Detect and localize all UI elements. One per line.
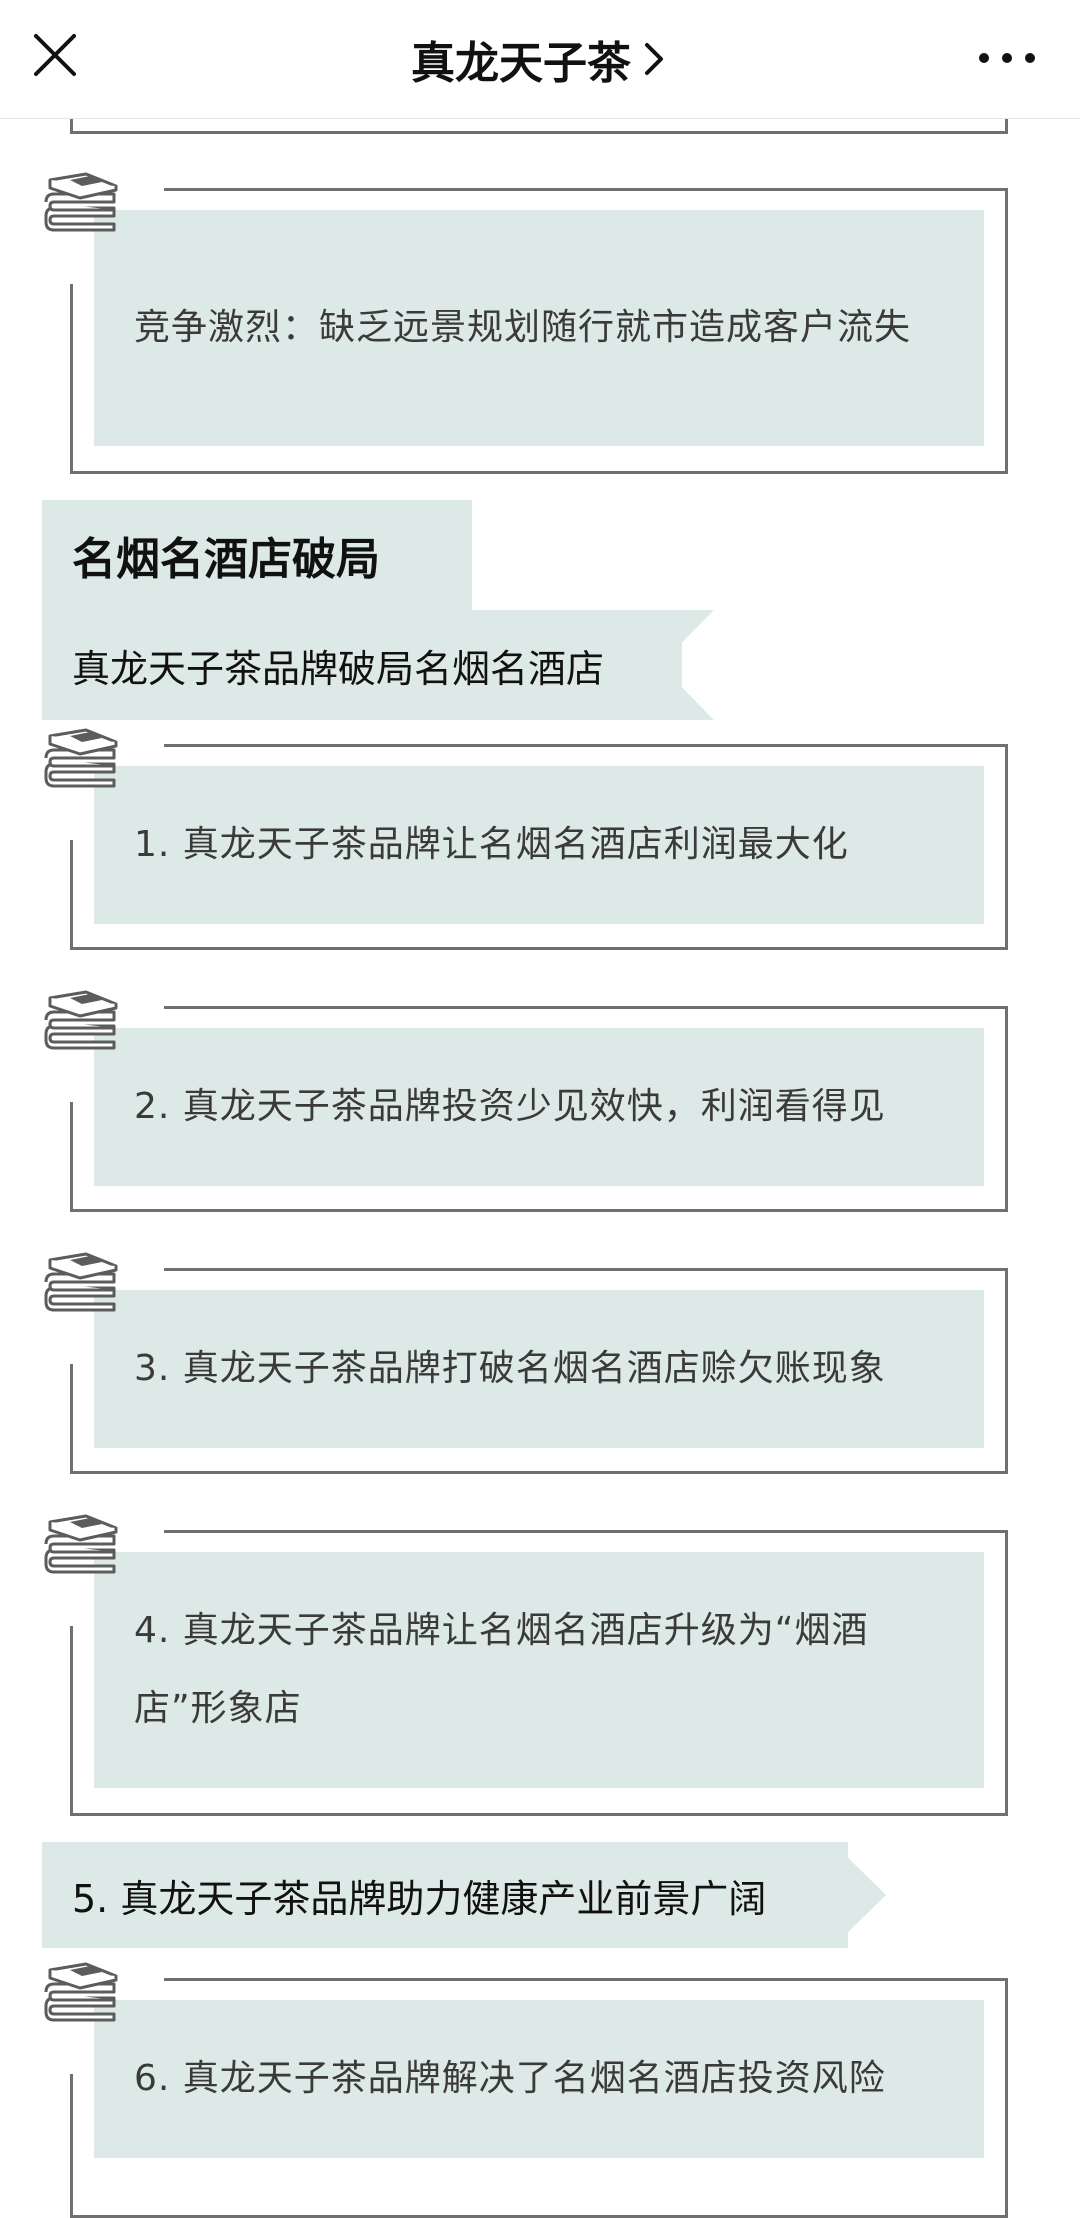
section-subheading-text: 真龙天子茶品牌破局名烟名酒店 [72, 646, 605, 691]
info-card: 竞争激烈：缺乏远景规划随行就市造成客户流失 [0, 172, 1080, 488]
section-heading-text: 名烟名酒店破局 [72, 534, 380, 585]
close-icon[interactable] [30, 30, 80, 80]
section-subheading: 真龙天子茶品牌破局名烟名酒店 [42, 610, 682, 720]
previous-card-frame [70, 118, 1008, 134]
more-dots-icon[interactable] [974, 40, 1040, 76]
info-card: 3. 真龙天子茶品牌打破名烟名酒店赊欠账现象 [0, 1252, 1080, 1488]
card-text: 3. 真龙天子茶品牌打破名烟名酒店赊欠账现象 [134, 1348, 886, 1389]
info-card: 2. 真龙天子茶品牌投资少见效快，利润看得见 [0, 990, 1080, 1226]
book-stack-icon [40, 990, 120, 1054]
card-text: 6. 真龙天子茶品牌解决了名烟名酒店投资风险 [134, 2058, 886, 2099]
card-text: 4. 真龙天子茶品牌让名烟名酒店升级为“烟酒店”形象店 [134, 1610, 869, 1729]
book-stack-icon [40, 728, 120, 792]
top-nav-bar: 真龙天子茶 [0, 0, 1080, 119]
card-panel: 4. 真龙天子茶品牌让名烟名酒店升级为“烟酒店”形象店 [94, 1552, 984, 1788]
info-card: 6. 真龙天子茶品牌解决了名烟名酒店投资风险 [0, 1962, 1080, 2218]
card-text: 2. 真龙天子茶品牌投资少见效快，利润看得见 [134, 1086, 886, 1127]
point-five-text: 5. 真龙天子茶品牌助力健康产业前景广阔 [72, 1876, 767, 1921]
page-title: 真龙天子茶 [411, 38, 631, 89]
book-stack-icon [40, 1962, 120, 2026]
book-stack-icon [40, 1252, 120, 1316]
ribbon-notch [660, 610, 714, 720]
card-text: 竞争激烈：缺乏远景规划随行就市造成客户流失 [134, 307, 912, 348]
section-heading: 名烟名酒店破局 [42, 500, 472, 610]
info-card: 1. 真龙天子茶品牌让名烟名酒店利润最大化 [0, 728, 1080, 964]
card-text: 1. 真龙天子茶品牌让名烟名酒店利润最大化 [134, 824, 849, 865]
info-card: 4. 真龙天子茶品牌让名烟名酒店升级为“烟酒店”形象店 [0, 1514, 1080, 1830]
ribbon-notch [828, 1842, 886, 1948]
card-panel: 2. 真龙天子茶品牌投资少见效快，利润看得见 [94, 1028, 984, 1186]
account-title-link[interactable]: 真龙天子茶 [0, 0, 1080, 118]
book-stack-icon [40, 172, 120, 236]
book-stack-icon [40, 1514, 120, 1578]
card-panel: 3. 真龙天子茶品牌打破名烟名酒店赊欠账现象 [94, 1290, 984, 1448]
card-panel: 6. 真龙天子茶品牌解决了名烟名酒店投资风险 [94, 2000, 984, 2158]
card-panel: 1. 真龙天子茶品牌让名烟名酒店利润最大化 [94, 766, 984, 924]
point-five-banner: 5. 真龙天子茶品牌助力健康产业前景广阔 [42, 1842, 848, 1948]
card-panel: 竞争激烈：缺乏远景规划随行就市造成客户流失 [94, 210, 984, 446]
chevron-right-icon [641, 39, 669, 79]
